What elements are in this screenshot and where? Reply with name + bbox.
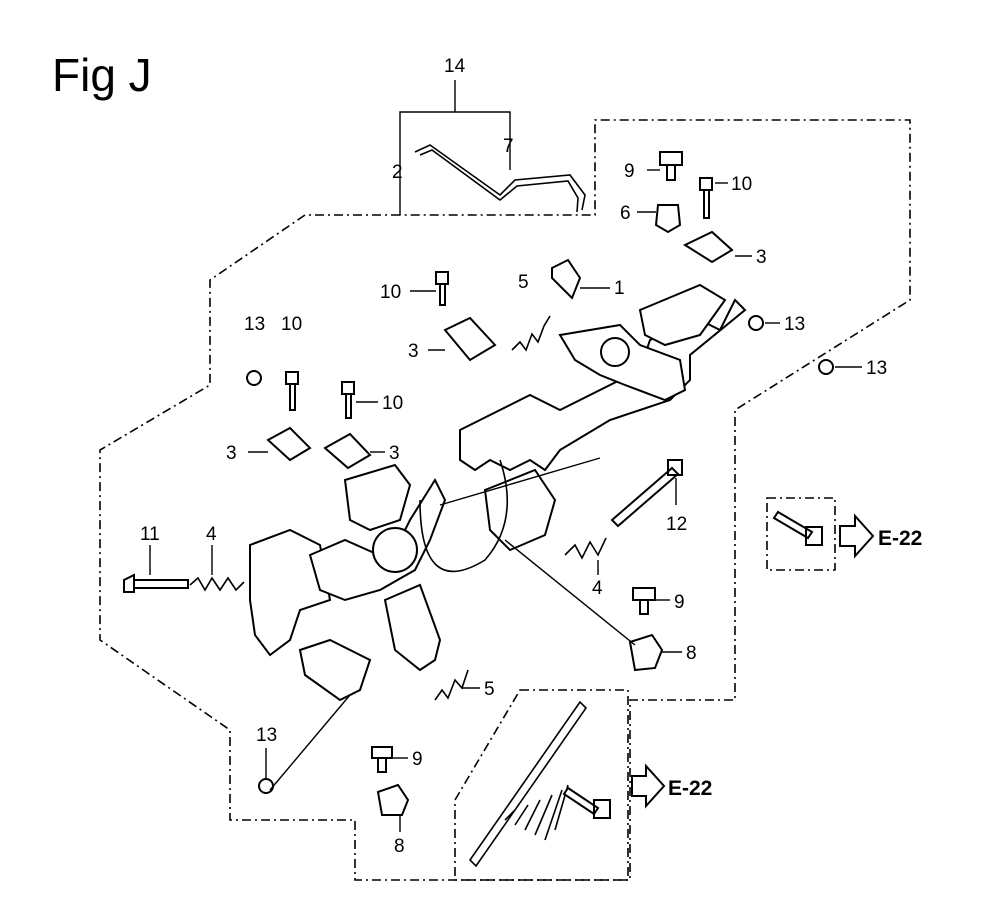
- bracket-14: [399, 80, 511, 215]
- callout-5: 5: [484, 679, 495, 700]
- callout-9: 9: [412, 749, 423, 770]
- callout-10: 10: [281, 314, 302, 335]
- callout-1: 1: [614, 278, 625, 299]
- center-hub: [372, 527, 418, 573]
- nut-13-upper-right: [748, 315, 764, 331]
- callout-9: 9: [624, 161, 635, 182]
- bolt-11: [123, 573, 189, 593]
- reference-arrow-bottom: [631, 763, 666, 809]
- inset-bolt-right: [772, 510, 823, 546]
- clip-3-left: [266, 426, 312, 462]
- reference-label-bottom[interactable]: E-22: [668, 777, 712, 800]
- inset-box-bottom: [454, 689, 629, 881]
- nut-13-low: [258, 778, 274, 794]
- inset-bolt-bottom: [562, 786, 611, 819]
- callout-7: 7: [503, 136, 514, 157]
- right-pivot: [600, 337, 630, 367]
- callout-3: 3: [226, 443, 237, 464]
- leader-lines: [149, 169, 862, 832]
- callout-8: 8: [394, 836, 405, 857]
- spring-4-left: [189, 576, 245, 592]
- reference-arrow-right: [839, 513, 875, 559]
- nut-13-right: [818, 359, 834, 375]
- bolt-12: [610, 459, 683, 528]
- part-1: [551, 258, 582, 300]
- spring-5-lower: [434, 669, 469, 701]
- nut-13-left: [246, 370, 262, 386]
- callout-3: 3: [389, 443, 400, 464]
- callout-14: 14: [444, 56, 466, 77]
- callout-13: 13: [866, 358, 887, 379]
- bolt-10-mid: [435, 271, 449, 306]
- callout-12: 12: [666, 514, 687, 535]
- arc-guide: [419, 459, 509, 573]
- joint-6: [654, 204, 682, 234]
- clip-3-right: [323, 432, 372, 470]
- spring-4-right: [564, 537, 607, 560]
- clip-3-upper-right: [682, 230, 734, 264]
- upper-right-bracket: [638, 283, 727, 347]
- callout-13: 13: [784, 314, 805, 335]
- callout-2: 2: [392, 162, 403, 183]
- clip-3-mid: [443, 316, 497, 362]
- collar-9-low: [371, 746, 393, 773]
- callout-10: 10: [731, 174, 752, 195]
- callout-6: 6: [620, 203, 631, 224]
- bolt-10-upper: [699, 177, 713, 219]
- spring-5-upper: [511, 315, 551, 352]
- callout-8: 8: [686, 643, 697, 664]
- callout-4: 4: [592, 578, 603, 599]
- callout-10: 10: [382, 393, 403, 414]
- inset-spring: [468, 700, 588, 868]
- callout-13: 13: [256, 725, 277, 746]
- assembly-boundary: [99, 119, 911, 881]
- knob-8-low: [376, 783, 410, 816]
- bolt-10-left: [285, 371, 299, 411]
- callout-3: 3: [756, 247, 767, 268]
- callout-5: 5: [518, 272, 529, 293]
- figure-title: Fig J: [52, 49, 152, 101]
- collar-9-mid: [632, 587, 656, 615]
- reference-label-right[interactable]: E-22: [878, 527, 922, 550]
- callout-9: 9: [674, 592, 685, 613]
- callout-13: 13: [244, 314, 265, 335]
- governor-rod: [414, 144, 586, 213]
- left-foot: [298, 638, 372, 702]
- callout-10: 10: [380, 282, 401, 303]
- callout-11: 11: [140, 524, 160, 545]
- callout-3: 3: [408, 341, 419, 362]
- callout-4: 4: [206, 524, 217, 545]
- left-bracket: [249, 528, 332, 657]
- inset-box-right: [766, 497, 836, 571]
- lever-plate: [383, 583, 442, 672]
- upper-left-plate: [343, 463, 412, 532]
- collar-9-top: [659, 151, 683, 181]
- knob-8-right: [628, 633, 664, 672]
- bolt-10-right: [341, 381, 355, 419]
